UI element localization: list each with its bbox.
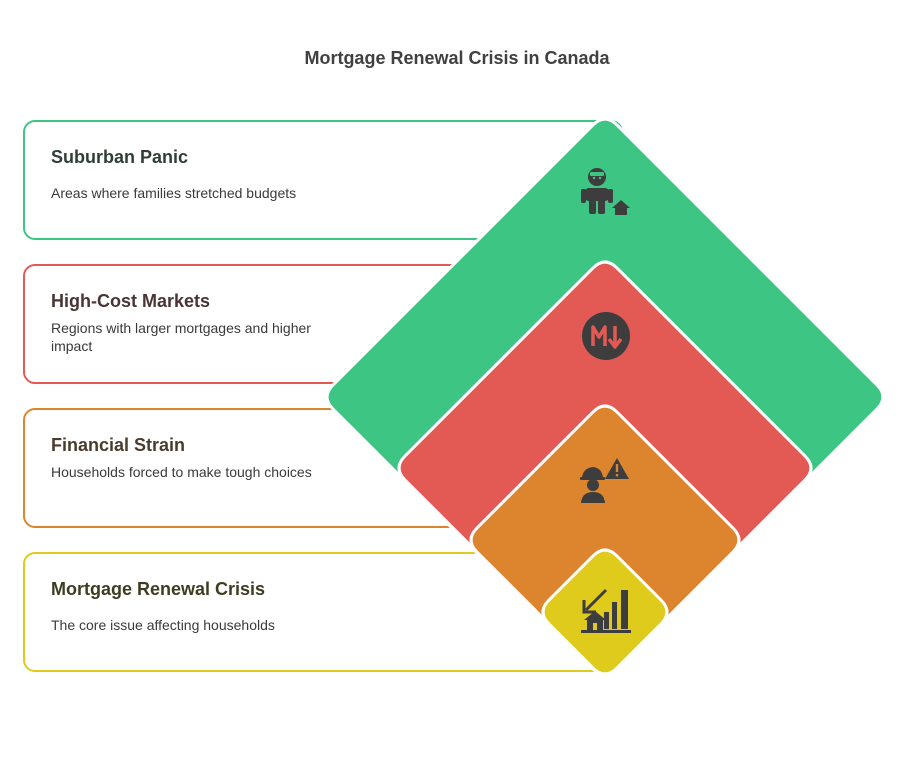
level-title: Suburban Panic <box>51 147 189 167</box>
level-description: Areas where families stretched budgets <box>51 185 297 201</box>
level-description: Regions with larger mortgages and higher… <box>51 320 311 354</box>
level-title: High-Cost Markets <box>51 291 211 311</box>
level-title: Financial Strain <box>51 435 186 455</box>
worker-warning-icon <box>580 458 629 503</box>
level-description: Households forced to make tough choices <box>51 464 312 480</box>
house-declining-chart-icon <box>581 588 631 633</box>
money-down-icon <box>582 312 630 360</box>
level-description: The core issue affecting households <box>51 617 275 633</box>
diagram-title: Mortgage Renewal Crisis in Canada <box>304 48 610 68</box>
level-title: Mortgage Renewal Crisis <box>51 579 266 599</box>
person-with-house-icon <box>581 168 630 215</box>
